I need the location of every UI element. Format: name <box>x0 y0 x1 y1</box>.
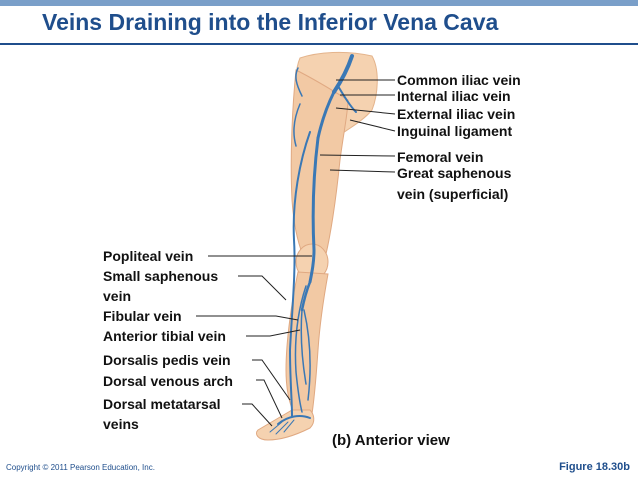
leader-dorsal-venous-arch <box>256 379 283 419</box>
small-saphenous-vein-path <box>294 285 307 413</box>
copyright-text: Copyright © 2011 Pearson Education, Inc. <box>6 463 155 472</box>
label-dorsal-venous-arch: Dorsal venous arch <box>103 373 233 389</box>
leader-dorsal-metatarsal <box>242 403 273 427</box>
dorsal-metatarsal-veins-path <box>269 419 295 435</box>
leader-great-saphenous <box>329 169 396 173</box>
top-accent-bar <box>0 0 638 6</box>
view-caption: (b) Anterior view <box>332 432 450 449</box>
label-small-saphenous-line1: Small saphenous <box>103 268 219 284</box>
leader-fibular <box>196 315 299 321</box>
femoral-vein-path <box>308 136 320 284</box>
popliteal-vein-path <box>300 280 312 312</box>
fibular-vein-path <box>300 309 307 385</box>
slide-title: Veins Draining into the Inferior Vena Ca… <box>42 9 499 35</box>
label-internal-iliac-vein: Internal iliac vein <box>397 88 511 104</box>
leader-small-saphenous <box>238 275 287 301</box>
label-anterior-tibial-vein: Anterior tibial vein <box>103 328 226 344</box>
external-iliac-vein-path <box>316 90 336 140</box>
label-great-saphenous-line2: vein (superficial) <box>397 186 509 202</box>
label-external-iliac-vein: External iliac vein <box>397 106 516 122</box>
leader-inguinal-ligament <box>349 119 396 132</box>
label-dorsal-metatarsal-line2: veins <box>103 416 139 432</box>
label-femoral-vein: Femoral vein <box>397 149 484 165</box>
figure-number: Figure 18.30b <box>559 461 630 473</box>
leader-anterior-tibial <box>246 329 301 337</box>
leader-external-iliac <box>335 107 396 115</box>
leader-dorsalis-pedis <box>252 359 291 401</box>
label-popliteal-vein: Popliteal vein <box>103 248 194 264</box>
hip-branch-veins-path <box>293 67 303 147</box>
label-small-saphenous-line2: vein <box>103 288 132 304</box>
anterior-tibial-vein-path <box>303 309 311 401</box>
great-saphenous-vein-path <box>288 131 311 417</box>
common-iliac-vein-path <box>332 54 354 94</box>
label-great-saphenous-line1: Great saphenous <box>397 165 512 181</box>
label-common-iliac-vein: Common iliac vein <box>397 72 521 88</box>
label-dorsal-metatarsal-line1: Dorsal metatarsal <box>103 396 221 412</box>
label-fibular-vein: Fibular vein <box>103 308 182 324</box>
label-inguinal-ligament: Inguinal ligament <box>397 123 513 139</box>
label-dorsalis-pedis-vein: Dorsalis pedis vein <box>103 352 231 368</box>
title-rule <box>0 43 638 45</box>
dorsal-venous-arch-path <box>277 415 311 425</box>
leader-femoral-vein <box>319 154 396 157</box>
